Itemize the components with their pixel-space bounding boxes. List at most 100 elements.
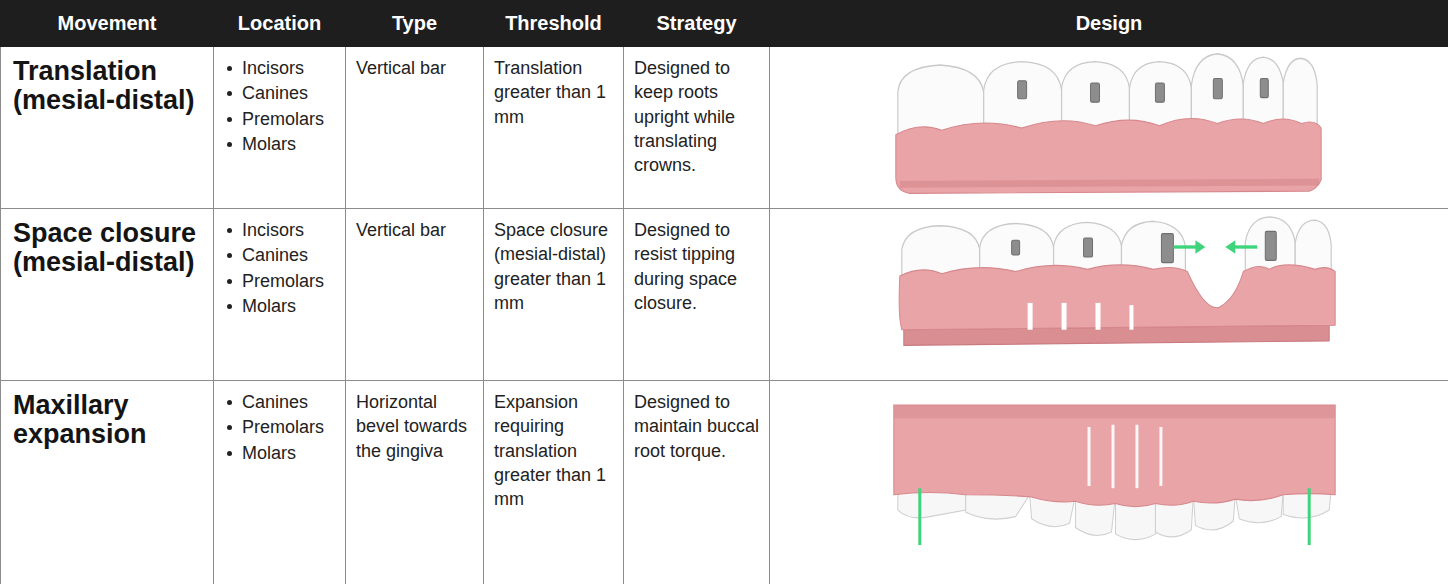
- bullet: [227, 400, 232, 405]
- drawing-part: [1028, 303, 1033, 330]
- bullet: [227, 425, 232, 430]
- type-text: Vertical bar: [356, 220, 446, 240]
- location-list: Incisors Canines Premolars Molars: [224, 218, 337, 318]
- bullet: [227, 91, 232, 96]
- threshold-text: Translation greater than 1 mm: [494, 58, 606, 127]
- design-cell: [770, 381, 1448, 584]
- movement-title: Translation (mesial-distal): [13, 57, 209, 115]
- drawing-part: [1088, 427, 1091, 486]
- movement-title: Space closure (mesial-distal): [13, 219, 209, 277]
- bullet: [227, 66, 232, 71]
- drawing-part: [1018, 81, 1027, 99]
- header-cell: Location: [214, 1, 346, 47]
- location-text: Incisors: [242, 218, 304, 242]
- location-text: Molars: [242, 132, 296, 156]
- table-row: Maxillary expansion Canines Premolars Mo…: [1, 381, 1448, 584]
- strategy-text: Designed to maintain buccal root torque.: [634, 392, 759, 461]
- type-cell: Vertical bar: [346, 47, 484, 209]
- bullet: [227, 451, 232, 456]
- threshold-text: Expansion requiring translation greater …: [494, 392, 606, 509]
- drawing-part: [1088, 425, 1163, 488]
- header-text: Type: [392, 12, 437, 34]
- location-text: Canines: [242, 390, 308, 414]
- drawing-part: [1096, 303, 1101, 330]
- threshold-cell: Expansion requiring translation greater …: [484, 381, 624, 584]
- header-row: Movement Location Type Threshold Strateg…: [1, 1, 1448, 47]
- location-text: Incisors: [242, 56, 304, 80]
- list-item: Incisors: [224, 56, 337, 80]
- arch-illustration: [770, 47, 1448, 208]
- drawing-part: [1084, 238, 1093, 257]
- movement-cell: Maxillary expansion: [1, 381, 214, 584]
- location-text: Molars: [242, 294, 296, 318]
- header-cell: Design: [770, 1, 1448, 47]
- drawing-part: [1012, 231, 1277, 262]
- list-item: Molars: [224, 441, 337, 465]
- drawing-part: [1173, 240, 1257, 253]
- header-cell: Movement: [1, 1, 214, 47]
- movement-title: Maxillary expansion: [13, 391, 209, 449]
- bullet: [227, 304, 232, 309]
- bullet: [227, 117, 232, 122]
- type-cell: Vertical bar: [346, 209, 484, 381]
- list-item: Canines: [224, 390, 337, 414]
- table-row: Translation (mesial-distal) Incisors Can…: [1, 47, 1448, 209]
- threshold-text: Space closure (mesial-distal) greater th…: [494, 220, 608, 313]
- design-cell: [770, 209, 1448, 381]
- threshold-cell: Translation greater than 1 mm: [484, 47, 624, 209]
- list-item: Premolars: [224, 107, 337, 131]
- list-item: Molars: [224, 132, 337, 156]
- location-cell: Incisors Canines Premolars Molars: [214, 209, 346, 381]
- drawing-part: [1155, 83, 1164, 102]
- drawing-part: [898, 490, 966, 518]
- location-text: Canines: [242, 81, 308, 105]
- drawing-part: [1260, 79, 1268, 98]
- header-text: Movement: [58, 12, 157, 34]
- drawing-part: [899, 265, 1335, 330]
- drawing-part: [1225, 240, 1235, 253]
- location-text: Premolars: [242, 269, 324, 293]
- type-text: Horizontal bevel towards the gingiva: [356, 392, 467, 461]
- list-item: Premolars: [224, 415, 337, 439]
- type-cell: Horizontal bevel towards the gingiva: [346, 381, 484, 584]
- bullet: [227, 253, 232, 258]
- maxillary-arch-illustration: [770, 381, 1448, 584]
- drawing-part: [1159, 427, 1162, 486]
- drawing-part: [1129, 305, 1133, 330]
- header-text: Strategy: [656, 12, 736, 34]
- location-list: Canines Premolars Molars: [224, 390, 337, 465]
- drawing-part: [346, 1, 484, 584]
- list-item: Premolars: [224, 269, 337, 293]
- drawing-part: [1028, 303, 1134, 330]
- drawing-part: [1195, 240, 1205, 253]
- location-text: Molars: [242, 441, 296, 465]
- type-text: Vertical bar: [356, 58, 446, 78]
- header-text: Design: [1076, 12, 1143, 34]
- header-text: Threshold: [505, 12, 602, 34]
- drawing-part: [1233, 245, 1257, 248]
- header-cell: Strategy: [624, 1, 770, 47]
- header-text: Location: [238, 12, 321, 34]
- drawing-part: [1161, 234, 1173, 263]
- drawing-part: [920, 488, 1309, 545]
- bullet: [227, 142, 232, 147]
- location-text: Premolars: [242, 415, 324, 439]
- drawing-part: [1135, 425, 1138, 488]
- list-item: Molars: [224, 294, 337, 318]
- strategy-cell: Designed to resist tipping during space …: [624, 209, 770, 381]
- strategy-cell: Designed to maintain buccal root torque.: [624, 381, 770, 584]
- drawing-part: [894, 405, 1335, 507]
- drawing-part: [1012, 240, 1020, 255]
- drawing-part: [1018, 79, 1269, 103]
- strategy-text: Designed to resist tipping during space …: [634, 220, 737, 313]
- table-row: Space closure (mesial-distal) Incisors C…: [1, 209, 1448, 381]
- drawing-part: [1111, 425, 1114, 488]
- drawing-part: [894, 405, 1335, 418]
- space-closure-illustration: [770, 209, 1448, 380]
- list-item: Canines: [224, 243, 337, 267]
- header-cell: Threshold: [484, 1, 624, 47]
- drawing-part: [1213, 79, 1222, 99]
- header-cell: Type: [346, 1, 484, 47]
